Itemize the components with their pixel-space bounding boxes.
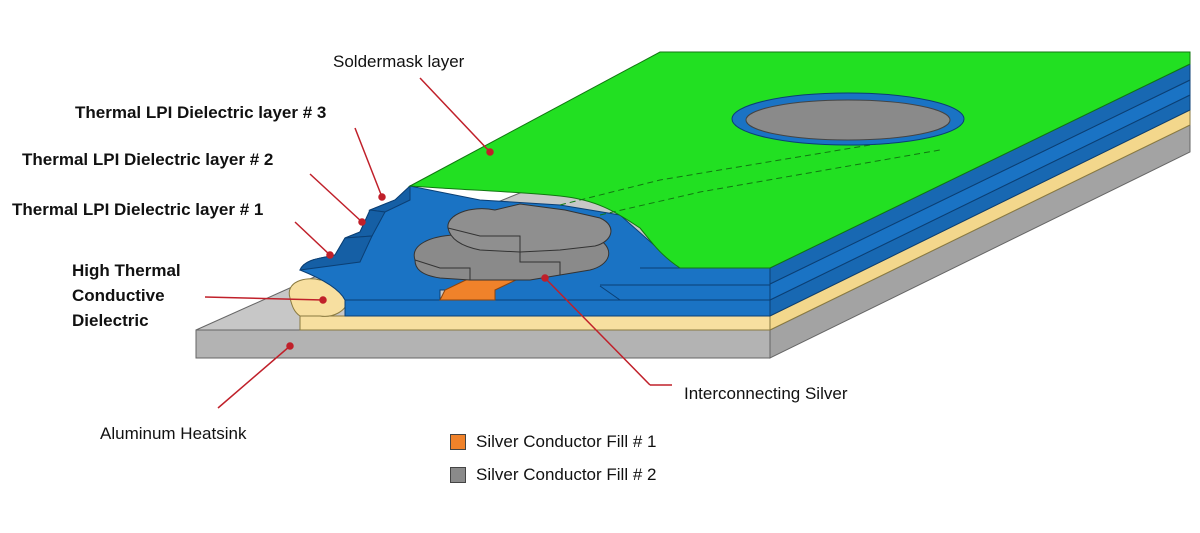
silver-fill-2-edges (414, 227, 561, 280)
legend-label: Silver Conductor Fill # 1 (476, 432, 657, 451)
soldermask-layer (408, 51, 1191, 269)
thermal-dielectric-layer (288, 109, 1191, 331)
legend-item-silver-fill-2: Silver Conductor Fill # 2 (450, 465, 656, 485)
leader-interconnect (544, 277, 651, 386)
leader-aluminum-dot (286, 342, 294, 350)
dielectric-step-1 (299, 235, 373, 271)
label-dielectric-2: Thermal LPI Dielectric layer # 2 (22, 150, 274, 169)
dielectric-front-1 (344, 299, 771, 317)
label-soldermask: Soldermask layer (333, 52, 465, 71)
leader-dielectric3 (354, 127, 383, 198)
leader-dielectric1 (294, 221, 331, 256)
label-dielectric-1: Thermal LPI Dielectric layer # 1 (12, 200, 264, 219)
leader-dielectric2-dot (358, 218, 366, 226)
thermal-dielectric-front (299, 315, 771, 331)
leader-interconnect-dot (541, 274, 549, 282)
leader-dielectric3-dot (378, 193, 386, 201)
label-dielectric-3: Thermal LPI Dielectric layer # 3 (75, 103, 327, 122)
legend-item-silver-fill-1: Silver Conductor Fill # 1 (450, 432, 656, 452)
silver-conductor-fills (413, 203, 612, 301)
silver-pad-top (745, 99, 951, 141)
label-aluminum-heatsink: Aluminum Heatsink (100, 424, 247, 443)
silver-fill-2-upper (447, 203, 612, 253)
leader-high-thermal-dot (319, 296, 327, 304)
leader-aluminum (217, 345, 291, 409)
legend-swatch-orange (450, 434, 466, 450)
label-high-thermal-line-3: Dielectric (72, 311, 149, 330)
leader-dielectric1-dot (326, 251, 334, 259)
legend-swatch-gray (450, 467, 466, 483)
leader-dielectric2 (309, 173, 363, 223)
leader-soldermask-dot (486, 148, 494, 156)
leader-lines (204, 77, 672, 409)
soldermask-top-face (408, 51, 1191, 269)
label-high-thermal-line-1: High Thermal (72, 261, 181, 280)
label-high-thermal-line-2: Conductive (72, 286, 165, 305)
leader-soldermask (419, 77, 491, 153)
leader-high-thermal (204, 296, 324, 301)
label-interconnecting-silver: Interconnecting Silver (684, 384, 848, 403)
legend-label: Silver Conductor Fill # 2 (476, 465, 657, 484)
soldermask-traces (559, 139, 941, 216)
aluminum-front-face (195, 329, 771, 359)
